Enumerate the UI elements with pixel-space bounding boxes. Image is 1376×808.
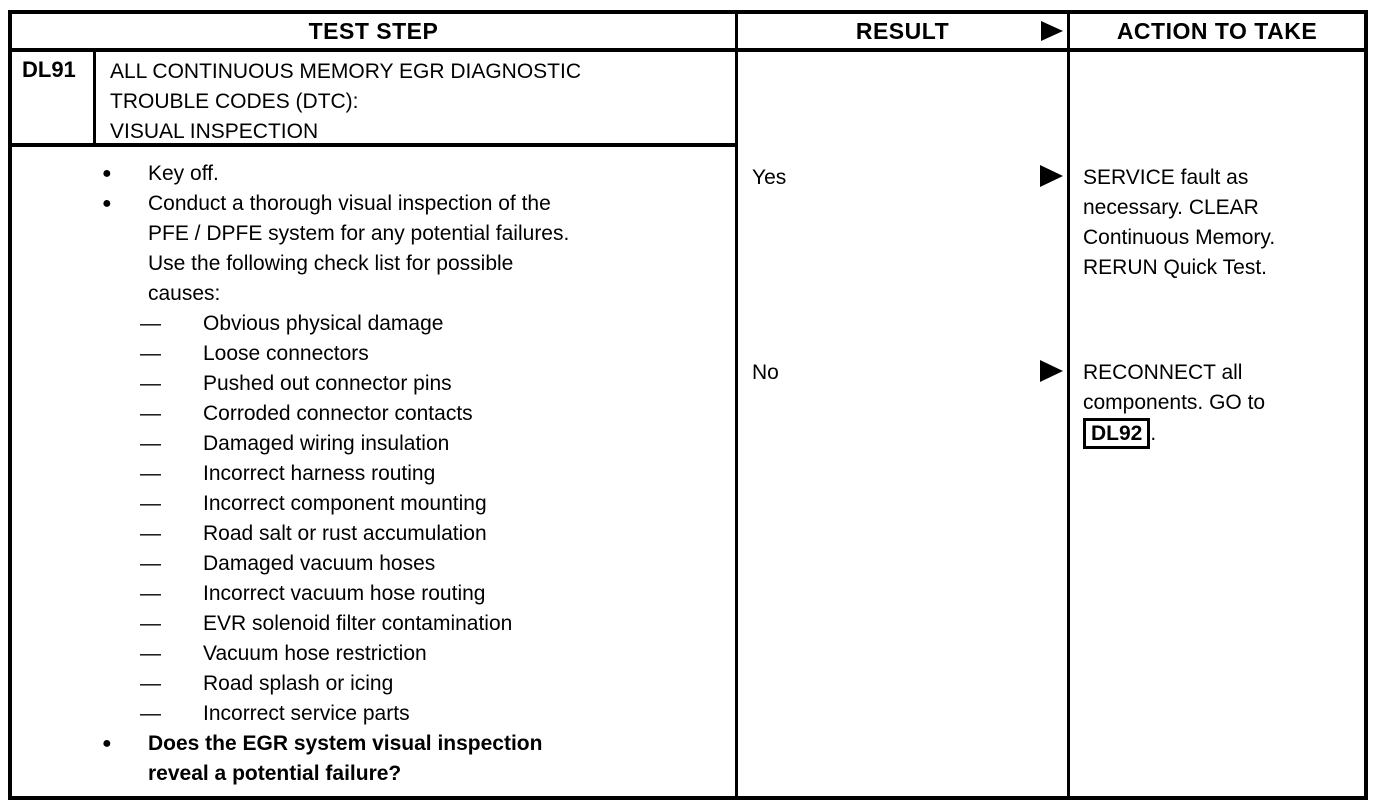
test-id-box: DL91 ALL CONTINUOUS MEMORY EGR DIAGNOSTI… bbox=[12, 52, 735, 147]
header-result-label: RESULT bbox=[855, 17, 950, 44]
test-title: ALL CONTINUOUS MEMORY EGR DIAGNOSTIC TRO… bbox=[110, 60, 582, 143]
action-no-text: RECONNECT all components. GO to DL92. bbox=[1083, 358, 1271, 449]
bullet-icon: ● bbox=[102, 735, 112, 752]
step-item: ● Key off. bbox=[12, 159, 735, 189]
dash-icon: — bbox=[140, 552, 161, 575]
table-header-row: TEST STEP RESULT ACTION TO TAKE bbox=[12, 14, 1364, 52]
checklist-text: Pushed out connector pins bbox=[203, 372, 452, 395]
dash-icon: — bbox=[140, 372, 161, 395]
action-no-suffix: . bbox=[1150, 422, 1157, 445]
checklist-item: — Damaged vacuum hoses bbox=[12, 549, 735, 579]
pinpoint-test-table: TEST STEP RESULT ACTION TO TAKE DL91 ALL… bbox=[8, 10, 1368, 800]
checklist-item: — Corroded connector contacts bbox=[12, 399, 735, 429]
step-list: ● Key off. ● Conduct a thorough visual i… bbox=[12, 159, 735, 789]
result-arrow-icon bbox=[1040, 360, 1063, 382]
result-arrow-icon bbox=[1040, 165, 1063, 187]
checklist-item: — Loose connectors bbox=[12, 339, 735, 369]
dash-icon: — bbox=[140, 612, 161, 635]
checklist-item: — Road salt or rust accumulation bbox=[12, 519, 735, 549]
checklist-item: — EVR solenoid filter contamination bbox=[12, 609, 735, 639]
action-yes-text: SERVICE fault as necessary. CLEAR Contin… bbox=[1083, 166, 1276, 279]
checklist-text: Incorrect harness routing bbox=[203, 462, 436, 485]
dash-icon: — bbox=[140, 702, 161, 725]
bullet-icon: ● bbox=[102, 165, 112, 182]
dash-icon: — bbox=[140, 492, 161, 515]
checklist-text: Incorrect component mounting bbox=[203, 492, 487, 515]
checklist-text: Damaged vacuum hoses bbox=[203, 552, 436, 575]
bullet-icon: ● bbox=[102, 195, 112, 212]
test-code: DL91 bbox=[12, 52, 96, 143]
step-item: ● Conduct a thorough visual inspection o… bbox=[12, 189, 735, 309]
header-action-to-take: ACTION TO TAKE bbox=[1116, 17, 1318, 44]
action-no-prefix: RECONNECT all components. GO to bbox=[1083, 361, 1266, 414]
checklist-item: — Incorrect vacuum hose routing bbox=[12, 579, 735, 609]
dash-icon: — bbox=[140, 672, 161, 695]
result-arrow-icon bbox=[1041, 21, 1063, 41]
checklist-text: Corroded connector contacts bbox=[203, 402, 473, 425]
dash-icon: — bbox=[140, 402, 161, 425]
result-no-label: No bbox=[752, 361, 779, 384]
checklist-item: — Incorrect component mounting bbox=[12, 489, 735, 519]
checklist-text: Incorrect vacuum hose routing bbox=[203, 582, 486, 605]
test-reference-dl92: DL92 bbox=[1083, 418, 1151, 449]
result-yes-label: Yes bbox=[752, 166, 787, 189]
header-test-step: TEST STEP bbox=[12, 14, 738, 48]
step-text: Key off. bbox=[148, 162, 219, 185]
checklist-text: Road salt or rust accumulation bbox=[203, 522, 487, 545]
checklist-text: Damaged wiring insulation bbox=[203, 432, 450, 455]
checklist-item: — Road splash or icing bbox=[12, 669, 735, 699]
checklist-text: EVR solenoid filter contamination bbox=[203, 612, 513, 635]
dash-icon: — bbox=[140, 522, 161, 545]
question-text: Does the EGR system visual inspection re… bbox=[148, 732, 543, 785]
checklist-item: — Damaged wiring insulation bbox=[12, 429, 735, 459]
dash-icon: — bbox=[140, 642, 161, 665]
checklist-item: — Incorrect harness routing bbox=[12, 459, 735, 489]
dash-icon: — bbox=[140, 312, 161, 335]
table-body-row: DL91 ALL CONTINUOUS MEMORY EGR DIAGNOSTI… bbox=[12, 52, 1364, 796]
question-step: ● Does the EGR system visual inspection … bbox=[12, 729, 735, 789]
step-text: Conduct a thorough visual inspection of … bbox=[148, 192, 570, 305]
dash-icon: — bbox=[140, 432, 161, 455]
checklist-text: Vacuum hose restriction bbox=[203, 642, 427, 665]
checklist-item: — Vacuum hose restriction bbox=[12, 639, 735, 669]
checklist-item: — Obvious physical damage bbox=[12, 309, 735, 339]
dash-icon: — bbox=[140, 462, 161, 485]
result-cell: Yes No bbox=[738, 52, 1070, 796]
checklist-text: Road splash or icing bbox=[203, 672, 394, 695]
dash-icon: — bbox=[140, 582, 161, 605]
test-step-cell: DL91 ALL CONTINUOUS MEMORY EGR DIAGNOSTI… bbox=[12, 52, 738, 796]
checklist-text: Obvious physical damage bbox=[203, 312, 444, 335]
dash-icon: — bbox=[140, 342, 161, 365]
checklist-text: Incorrect service parts bbox=[203, 702, 410, 725]
checklist-item: — Incorrect service parts bbox=[12, 699, 735, 729]
header-result: RESULT bbox=[738, 14, 1070, 48]
checklist-item: — Pushed out connector pins bbox=[12, 369, 735, 399]
action-cell: SERVICE fault as necessary. CLEAR Contin… bbox=[1070, 52, 1364, 796]
checklist-text: Loose connectors bbox=[203, 342, 369, 365]
